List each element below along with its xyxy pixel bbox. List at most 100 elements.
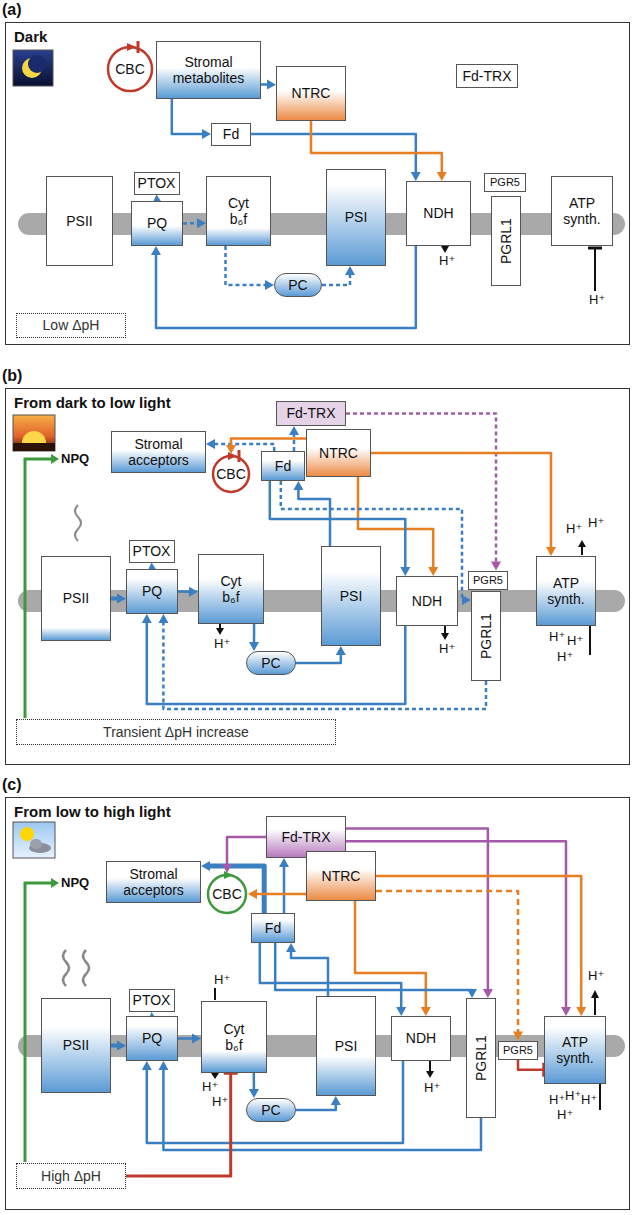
node-label: PGRL1 [498,218,514,264]
node-label: Fd [275,458,291,474]
complex-box: Stromal acceptors [111,431,206,473]
connector-line [126,1073,231,1176]
cycle-block [137,41,140,53]
arrow-head [249,1089,259,1098]
node-label: PGR5 [473,574,503,587]
node-label: ATP synth. [550,1034,600,1066]
cycle-ring [208,875,246,913]
cycle-block [238,450,241,462]
proton-arrow-head [441,246,449,253]
npq-arrow-head [51,454,59,464]
complex-box: Stromal acceptors [106,861,201,903]
complex-box: PGRL1 [466,998,496,1118]
connector [201,861,264,913]
connector-line [256,893,306,896]
connector-line [518,1060,544,1070]
connector-line [376,876,581,1008]
connector-line [261,83,268,86]
node-label: NDH [406,1030,436,1046]
panel-letter: (a) [2,1,22,19]
connector-line [227,837,266,865]
connector-line [178,1037,193,1040]
state-box: Transient ΔpH increase [16,719,336,745]
panel: (a)DarkCBCStromal metabolitesNTRCFd-TRXF… [5,22,630,345]
complex-box: ATP synth. [536,556,596,626]
connector [249,1073,259,1098]
connector [111,1041,126,1051]
sun [22,431,46,443]
complex-box: PQ [131,201,183,246]
complex-box: Fd [211,123,251,146]
arrow-head [513,1032,523,1041]
connector-line [311,121,442,173]
cycle-ring [108,47,152,91]
node-label: CBC [212,886,242,902]
complex-box: NDH [396,576,458,626]
connector-line [226,246,267,285]
arrow-head [491,562,501,571]
cycle-arrow [127,43,136,51]
complex-box: PTOX [129,540,175,563]
complex-box: ATP synth. [551,176,613,246]
node-label: PC [261,1102,280,1118]
complex-box: PTOX [134,172,180,195]
node-label: PQ [147,215,167,231]
node-label: Fd-TRX [463,68,512,84]
sun [20,827,34,841]
connector [178,587,198,597]
complex-box: NTRC [306,851,376,901]
proton-label: H⁺ [588,293,606,307]
icon-ground [13,822,55,858]
connector [371,453,556,556]
complex-box: Fd [261,451,305,481]
panel-letter: (c) [2,776,22,794]
arrow-head [331,1096,341,1105]
arrow-head [151,246,161,255]
node-label: Stromal metabolites [163,54,255,86]
connector [279,858,289,913]
connector-line [183,222,198,225]
arrow-head [202,129,211,139]
proton-label: H⁺ [566,634,584,648]
arrow-head [462,595,471,605]
arrow-head [158,1061,168,1070]
connector-line [253,624,256,643]
connector [261,80,276,90]
proton-tail [589,625,591,655]
proton-arrow [581,546,583,555]
node-label: NTRC [319,445,358,461]
connector-line [322,274,350,285]
complex-box: Fd [251,913,295,943]
complex-box: Cyt b₆f [201,1001,267,1073]
connector [183,218,206,228]
connector-line [283,866,286,913]
node-label: Fd-TRX [287,405,336,421]
complex-box: PSI [326,169,386,266]
arrow-head [293,481,303,490]
state-box: High ΔpH [16,1163,126,1189]
node-label: Cyt b₆f [211,573,251,605]
arrow-head [158,614,168,623]
arrow-head [561,1007,571,1016]
connector [322,266,355,285]
proton-arrow-head [216,628,224,635]
connector [275,943,477,998]
node-label: PC [261,655,280,671]
arrow-head [428,567,438,576]
node-label: PGRL1 [478,613,494,659]
proton-label: H⁺ [423,1081,441,1095]
node-label: PSI [335,1038,358,1054]
node-label: PSII [66,213,92,229]
proton-arrow [214,988,216,1000]
complex-box: PGR5 [484,173,526,192]
connector-line [209,866,264,913]
light-wave [75,505,81,541]
arrow-head [142,614,152,623]
complex-box: PSII [41,998,111,1093]
proton-label: H⁺ [580,1093,598,1107]
moon-icon [13,50,53,86]
connector-line [296,1104,336,1110]
arrow-head [421,1007,431,1016]
npq-label: NPQ [60,452,90,466]
arrow-head [189,587,198,597]
